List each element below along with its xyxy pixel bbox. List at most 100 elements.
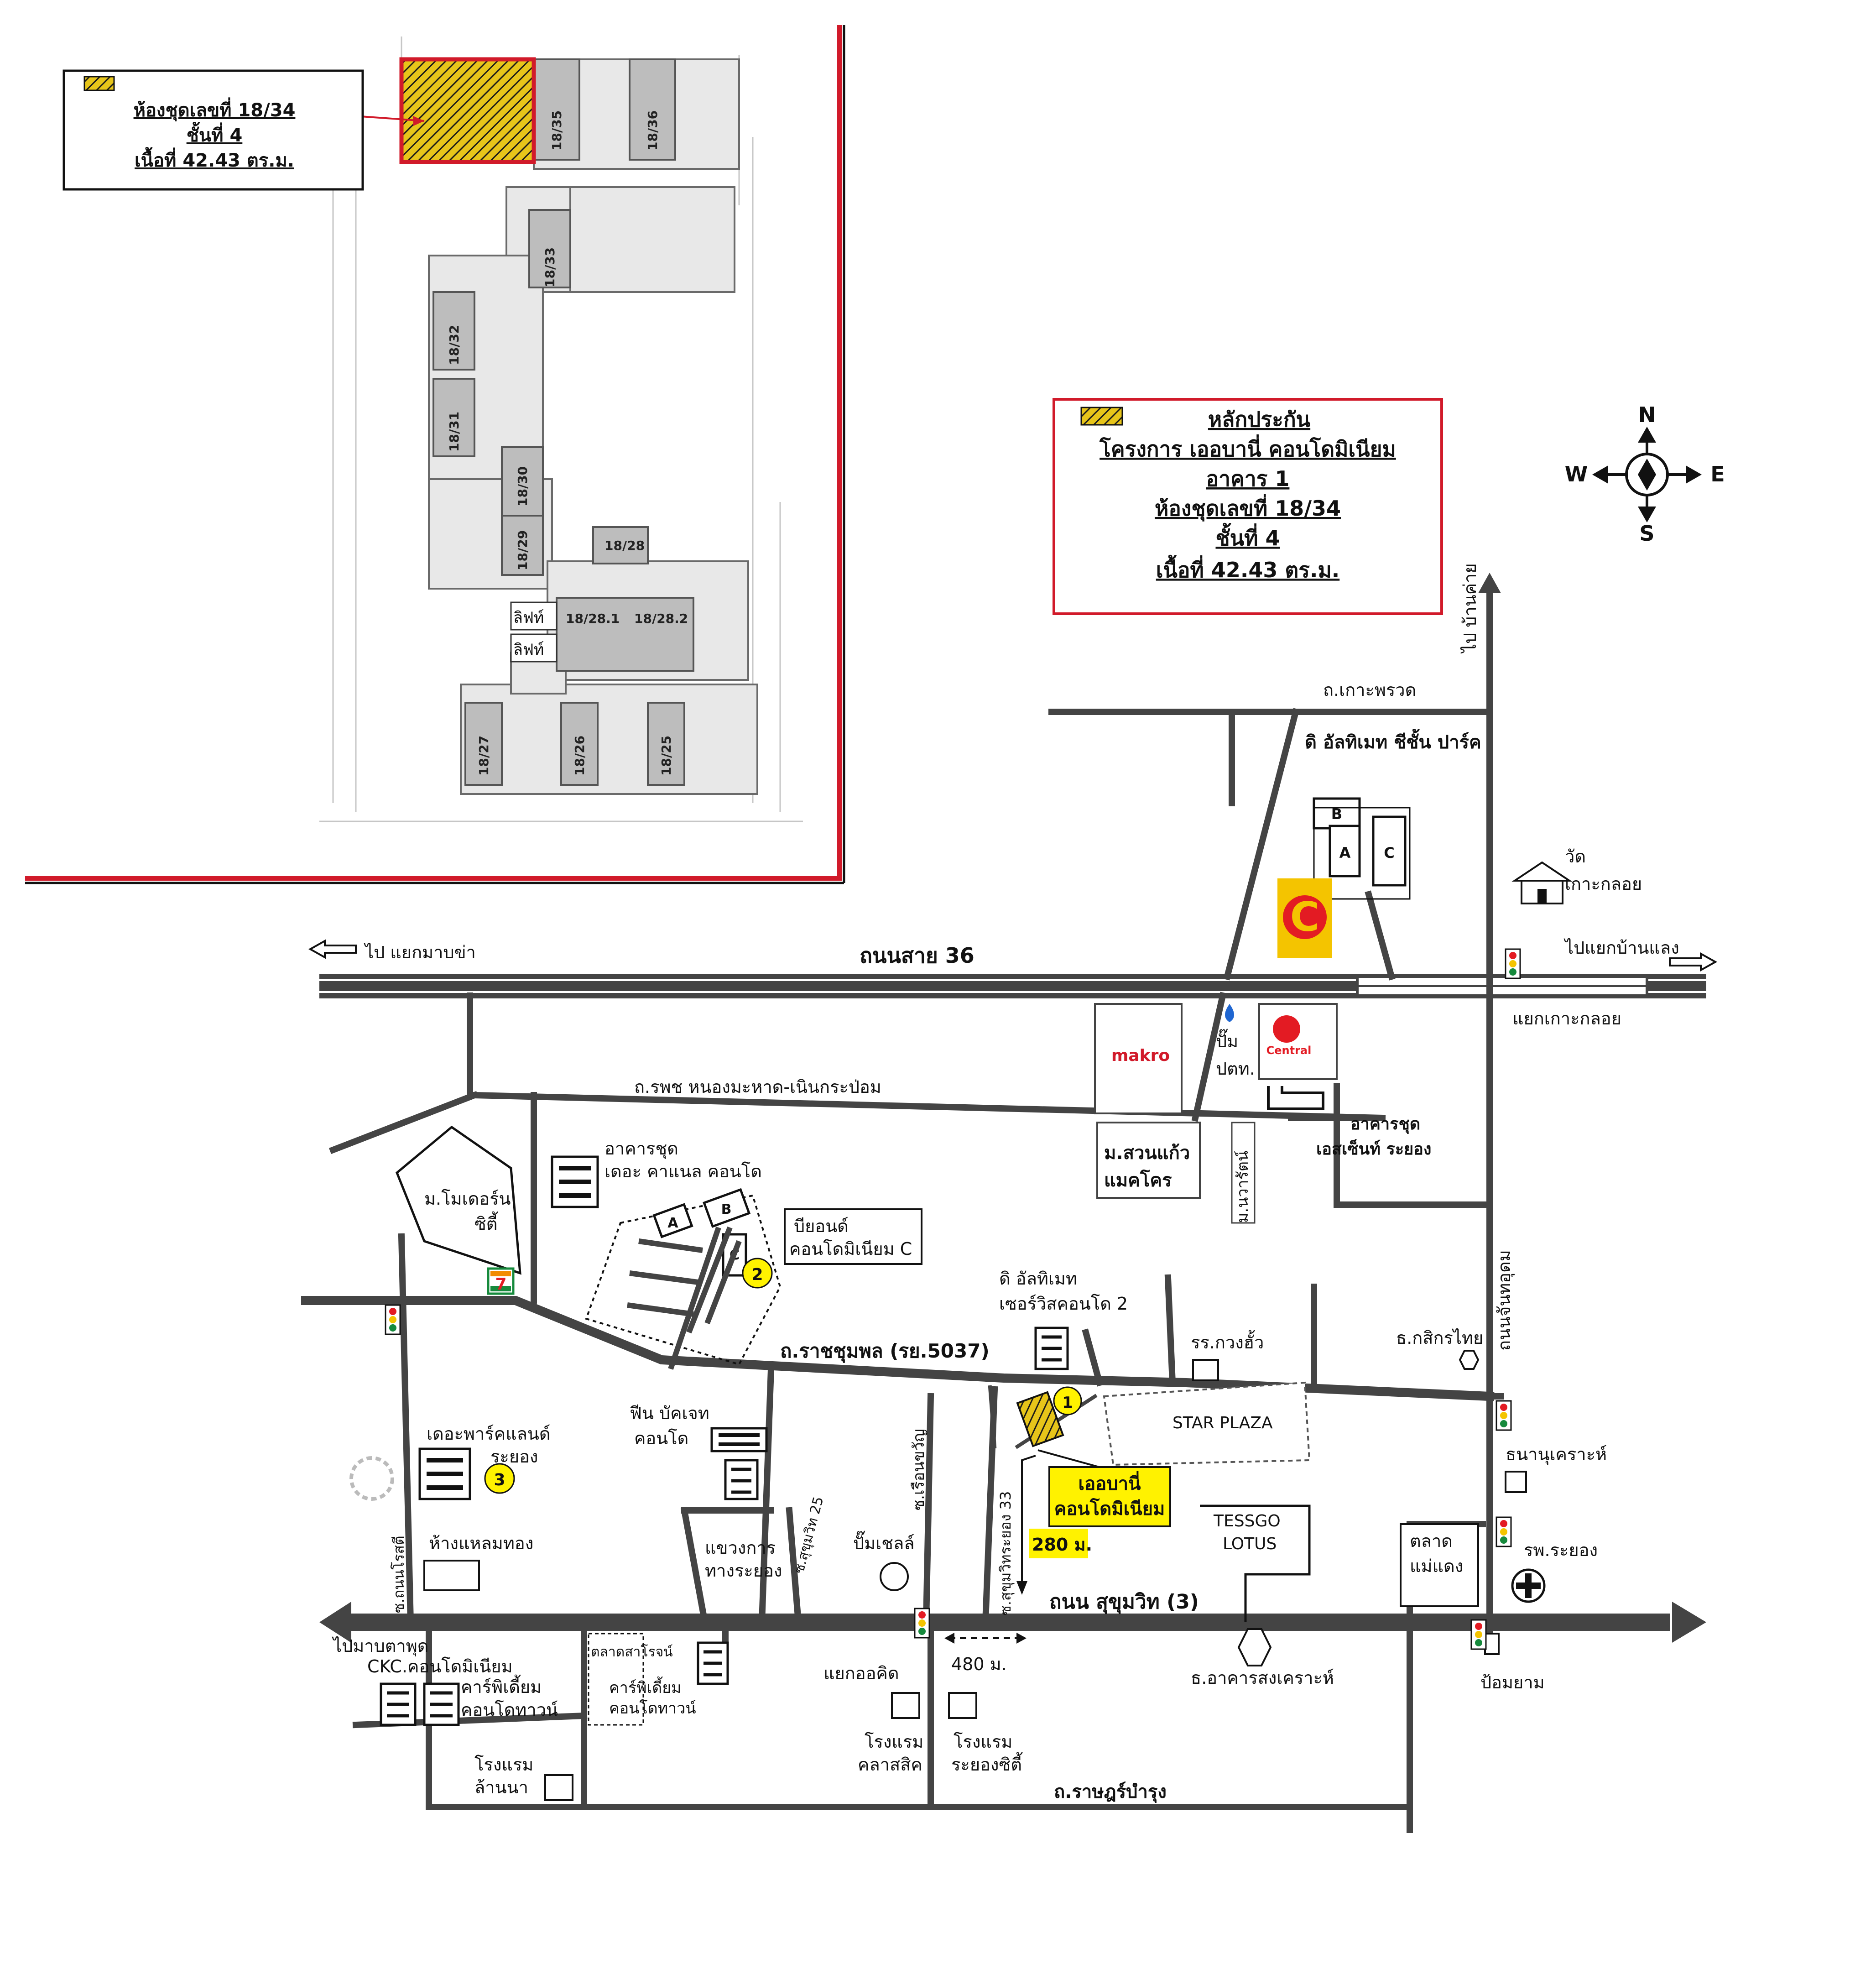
ascent-label-1: อาคารชุด bbox=[1350, 1115, 1420, 1134]
kwang-hua-label: รร.กวงฮั้ว bbox=[1191, 1330, 1264, 1353]
fin-label-1: ฟีน บัคเจท bbox=[630, 1403, 709, 1423]
marker-1 bbox=[1053, 1386, 1082, 1415]
temple-icon bbox=[1511, 861, 1573, 904]
unit-18-33: 18/33 bbox=[542, 247, 558, 287]
compass-s: S bbox=[1639, 521, 1654, 546]
floorplan-legend-floor: ชั้นที่ 4 bbox=[187, 122, 243, 146]
ultimate-bldg-c: C bbox=[1384, 844, 1394, 862]
beyond-bldg-b: B bbox=[721, 1201, 732, 1217]
unit-18-27: 18/27 bbox=[476, 736, 491, 776]
label-480m: 480 ม. bbox=[951, 1654, 1007, 1674]
collateral-legend: หลักประกัน โครงการ เออบานี่ คอนโดมิเนียม… bbox=[1053, 398, 1443, 615]
parkland-label-1: เดอะพาร์คแลนด์ bbox=[427, 1424, 551, 1444]
roads bbox=[301, 573, 1718, 1833]
places: ดิ อัลทิเมท ชีชั้น ปาร์ค B A C วัด เกาะก… bbox=[349, 729, 1642, 1801]
ckc-condo-icon bbox=[380, 1682, 460, 1726]
unit-18-28: 18/28 bbox=[604, 538, 645, 553]
urbani-target-building bbox=[1016, 1391, 1064, 1447]
floorplan-legend-area: เนื้อที่ 42.43 ตร.ม. bbox=[135, 147, 294, 171]
canal-label-2: เดอะ คาแนล คอนโด bbox=[604, 1161, 762, 1181]
sarot-market-label: ตลาดสาโรจน์ bbox=[591, 1644, 673, 1660]
canal-condo-icon bbox=[551, 1155, 599, 1208]
thanu-label: ธนานุเคราะห์ bbox=[1506, 1444, 1607, 1465]
lift-label-1: ลิฟท์ bbox=[513, 609, 544, 627]
ultimate2-condo-icon bbox=[1034, 1327, 1069, 1370]
highways-label-2: ทางระยอง bbox=[705, 1561, 782, 1581]
label-koh-kloi-junction: แยกเกาะกลอย bbox=[1512, 1008, 1621, 1029]
road-ratrumrung: ถ.ราษฎร์บำรุง bbox=[1054, 1781, 1167, 1803]
road-sai36: ถนนสาย 36 bbox=[860, 943, 974, 968]
unit-18-26: 18/26 bbox=[572, 736, 587, 776]
suan-kaeo-2: แมคโคร bbox=[1104, 1170, 1172, 1191]
unit-18-25: 18/25 bbox=[659, 736, 674, 776]
marker-3 bbox=[484, 1463, 515, 1494]
urbani-label-box bbox=[1048, 1466, 1171, 1527]
suan-kaeo-1: ม.สวนแก้ว bbox=[1104, 1143, 1190, 1164]
unit-18-36: 18/36 bbox=[645, 110, 660, 151]
highways-label-1: แขวงการ bbox=[705, 1538, 776, 1558]
carpediem2-condo-icon bbox=[697, 1641, 729, 1685]
marker-1-num: 1 bbox=[1062, 1394, 1073, 1412]
rayong-city-hotel-1: โรงแรม bbox=[954, 1732, 1012, 1752]
rayong-city-hotel-2: ระยองซิตี้ bbox=[951, 1752, 1023, 1775]
road-nonlohsati: ซ.ถนนโรสตี bbox=[390, 1536, 407, 1613]
big-c-logo: C bbox=[1277, 878, 1332, 958]
compass-icon: N S W E bbox=[1565, 402, 1725, 546]
beyond-label-2: คอนโดมิเนียม C bbox=[789, 1239, 912, 1259]
unit-18-29: 18/29 bbox=[515, 530, 530, 570]
ultimate-bldg-a: A bbox=[1339, 844, 1351, 862]
seven-eleven-logo: 7 bbox=[487, 1267, 515, 1295]
fuel-drop-icon bbox=[1225, 1004, 1234, 1022]
legend-floor: ชั้นที่ 4 bbox=[1215, 522, 1280, 550]
unit-18-28-2: 18/28.2 bbox=[634, 611, 688, 626]
central-logo: Central bbox=[1266, 1044, 1312, 1057]
compass-e: E bbox=[1710, 462, 1725, 486]
unit-18-30: 18/30 bbox=[515, 466, 530, 507]
unit-18-32: 18/32 bbox=[447, 325, 462, 365]
police-label: ป้อมยาม bbox=[1480, 1672, 1545, 1692]
talad-label-1: ตลาด bbox=[1410, 1531, 1453, 1551]
marker-2-num: 2 bbox=[751, 1265, 763, 1284]
fin-label-2: คอนโด bbox=[634, 1428, 688, 1448]
road-chanthudom: ถนนจันทอุดม bbox=[1494, 1250, 1515, 1351]
road-ruean-khwan: ซ.เรือนขวัญ bbox=[910, 1429, 928, 1510]
tesco-label-2: LOTUS bbox=[1223, 1535, 1277, 1553]
carpediem2-label-2: คอนโดทาวน์ bbox=[609, 1699, 696, 1718]
urbani-label-2: คอนโดมิเนียม bbox=[1054, 1498, 1165, 1520]
lanna-hotel-1: โรงแรม bbox=[474, 1755, 533, 1775]
ultimate-chic-park: ดิ อัลทิเมท ชีชั้น ปาร์ค bbox=[1305, 729, 1481, 753]
road-labels: ถนนสาย 36 ไป แยกมาบข่า ไปแยกบ้านแลง ไป บ… bbox=[332, 563, 1679, 1803]
legend-title: หลักประกัน bbox=[1208, 407, 1311, 432]
roundabout-icon bbox=[349, 1456, 394, 1501]
gh-bank-label: ธ.อาคารสงเคราะห์ bbox=[1191, 1668, 1334, 1688]
carpediem2-label-1: คาร์พิเดี้ยม bbox=[609, 1677, 682, 1697]
label-to-map-kha: ไป แยกมาบข่า bbox=[364, 942, 476, 962]
carpediem-label-2: คอนโดทาวน์ bbox=[461, 1700, 558, 1720]
kasikorn-label: ธ.กสิกรไทย bbox=[1396, 1328, 1483, 1348]
wat-label-1: วัด bbox=[1565, 846, 1586, 867]
canal-label-1: อาคารชุด bbox=[604, 1139, 678, 1159]
lift-label-2: ลิฟท์ bbox=[513, 641, 544, 659]
talad-label-2: แม่แดง bbox=[1410, 1556, 1463, 1576]
lanna-hotel-2: ล้านนา bbox=[474, 1777, 528, 1797]
road-sukhumvit: ถนน สุขุมวิท (3) bbox=[1049, 1590, 1199, 1614]
wat-label-2: เกาะกลอย bbox=[1565, 874, 1642, 894]
label-to-ban-laeng: ไปแยกบ้านแลง bbox=[1563, 938, 1679, 958]
legend-project: โครงการ เออบานี่ คอนโดมิเนียม bbox=[1099, 434, 1396, 461]
road-sukhumvit25: ซ.สุขุมวิท 25 bbox=[791, 1495, 828, 1575]
label-to-ban-khai: ไป บ้านค่าย bbox=[1460, 563, 1480, 654]
ckc-label: CKC.คอนโดมิเนียม bbox=[367, 1656, 513, 1677]
makro-logo: makro bbox=[1111, 1046, 1170, 1065]
label-to-map-ta-phut: ไปมาบตาพุด bbox=[332, 1636, 428, 1656]
tesco-label-1: TESSGO bbox=[1213, 1512, 1281, 1530]
classic-hotel-2: คลาสสิค bbox=[858, 1755, 922, 1775]
target-unit-hatch bbox=[399, 57, 536, 164]
ascent-label-2: เอสเซ็นท์ ระยอง bbox=[1316, 1139, 1431, 1159]
ptt-label-1: ปั๊ม bbox=[1216, 1029, 1238, 1051]
unit-18-31: 18/31 bbox=[447, 412, 462, 452]
legend-building: อาคาร 1 bbox=[1206, 466, 1290, 491]
star-plaza-label: STAR PLAZA bbox=[1172, 1414, 1273, 1432]
road-sukhumvit33: ซ.สุขุมวิทระยอง 33 bbox=[997, 1491, 1015, 1615]
gh-bank-icon bbox=[1237, 1628, 1272, 1666]
